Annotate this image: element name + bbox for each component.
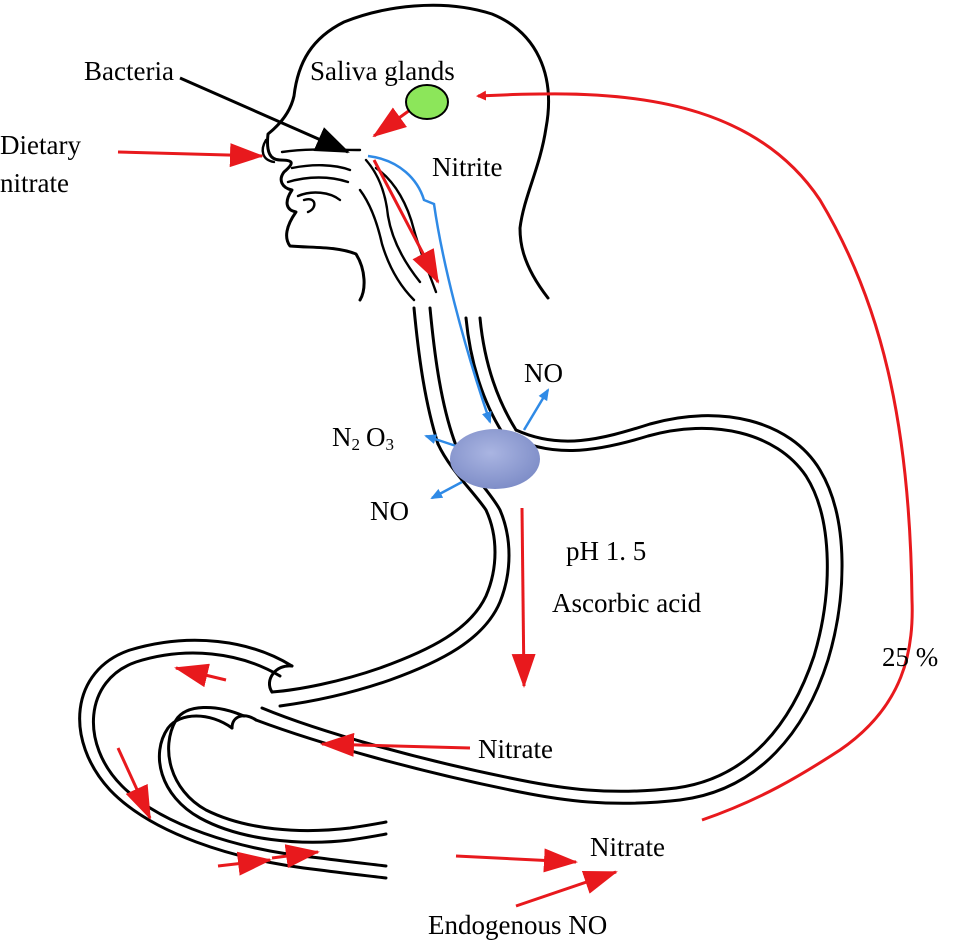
stomach-outline <box>78 414 844 880</box>
duodenum-arrow-left <box>116 747 152 820</box>
dietary-nitrate-label: nitrate <box>0 168 69 198</box>
gland-to-mouth-arrow <box>372 107 411 138</box>
saliva-glands-label: Saliva glands <box>310 56 455 86</box>
red-arrows <box>116 107 618 908</box>
n2o3-arrow <box>424 434 457 448</box>
bacteria-label: Bacteria <box>84 56 174 86</box>
ph-label: pH 1. 5 <box>566 536 646 566</box>
endogenous-arrow <box>515 870 618 908</box>
ascorbic-acid-label: Ascorbic acid <box>552 588 702 618</box>
nitrate-stomach-label: Nitrate <box>478 734 553 764</box>
bacteria-arrow <box>179 76 350 154</box>
intestine-arrow-3 <box>455 848 578 873</box>
no-top-label: NO <box>524 358 563 388</box>
nitrate-gut-arrow <box>320 732 471 757</box>
no-left-label: NO <box>370 496 409 526</box>
dietary-label: Dietary <box>0 130 81 160</box>
intestine-arrow-2 <box>271 844 320 869</box>
endogenous-no-label: Endogenous NO <box>428 910 607 940</box>
nitrate-bottom-label: Nitrate <box>590 832 665 862</box>
blue-arrows <box>367 154 550 500</box>
swallow-arrow <box>372 159 440 284</box>
stomach-reaction-blob <box>450 429 540 489</box>
no-up-arrow <box>522 388 550 431</box>
dietary-arrow <box>117 143 264 168</box>
duodenum-arrow-top <box>174 663 227 688</box>
recirculation-arrow <box>476 90 914 822</box>
percent-label: 25 % <box>882 642 938 672</box>
nitrite-label: Nitrite <box>432 152 502 182</box>
head-outline <box>261 3 551 302</box>
esophagus-outline <box>412 306 518 446</box>
stomach-descent-arrow <box>511 507 536 688</box>
saliva-gland-icon <box>405 84 449 120</box>
no-left-arrow <box>430 480 463 500</box>
nitrite-flow-arrow <box>367 154 492 424</box>
intestine-arrow-1 <box>217 851 272 876</box>
